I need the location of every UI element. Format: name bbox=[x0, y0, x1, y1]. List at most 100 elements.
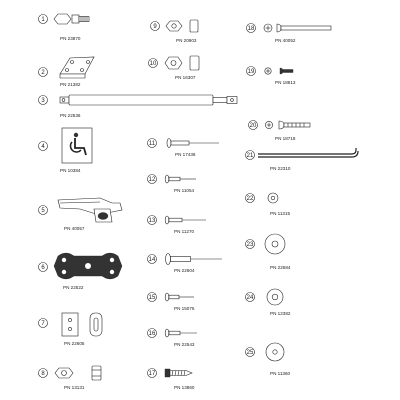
part-2: 2 PN 21382 bbox=[38, 56, 95, 87]
callout-circle-22 bbox=[245, 193, 255, 203]
rivet-head-icon bbox=[164, 215, 170, 225]
part-pn-10: PN 16307 bbox=[175, 75, 196, 80]
small-washer-icon bbox=[267, 192, 279, 204]
part-number-19: 19 bbox=[248, 69, 255, 75]
slotted-washer-icon bbox=[89, 312, 103, 337]
screw-head-icon bbox=[278, 120, 285, 130]
callout-circle-19 bbox=[246, 66, 256, 76]
callout-circle-21 bbox=[245, 150, 255, 160]
callout-circle-12 bbox=[147, 174, 157, 184]
callout-circle-17 bbox=[147, 368, 157, 378]
mounting-bracket-icon bbox=[59, 56, 95, 75]
part-pn-18: PN 40052 bbox=[275, 38, 296, 43]
hinge-casting-icon bbox=[57, 197, 123, 215]
part-pn-17: PN 13860 bbox=[174, 385, 195, 390]
machine-screw-head-icon bbox=[276, 23, 282, 33]
bolt-shank-icon bbox=[78, 16, 90, 22]
callout-circle-8 bbox=[38, 368, 48, 378]
part-pn-13: PN 11270 bbox=[174, 229, 195, 234]
part-number-14: 14 bbox=[149, 257, 156, 263]
part-10: 10 PN 16307 bbox=[148, 55, 200, 80]
part-number-4: 4 bbox=[41, 144, 45, 150]
callout-circle-25 bbox=[245, 347, 255, 357]
part-6: 6 PN 22522 bbox=[38, 252, 123, 290]
part-17: 17 PN 13860 bbox=[147, 368, 195, 390]
callout-circle-5 bbox=[38, 205, 48, 215]
part-pn-2: PN 21382 bbox=[60, 82, 81, 87]
part-pn-21: PN 22310 bbox=[270, 166, 291, 171]
part-23: 23 PN 22584 bbox=[245, 233, 291, 270]
hex-nut-icon bbox=[53, 13, 72, 25]
part-number-20: 20 bbox=[250, 123, 257, 129]
callout-circle-14 bbox=[147, 254, 157, 264]
rivet-head-icon bbox=[164, 174, 170, 184]
part-9: 9 PN 20903 bbox=[150, 19, 199, 43]
part-pn-11: PN 17436 bbox=[175, 152, 196, 157]
part-1: 1 PN 23870 bbox=[38, 13, 90, 41]
medium-washer-icon bbox=[266, 288, 284, 306]
part-number-25: 25 bbox=[247, 350, 254, 356]
nut-side-icon bbox=[189, 55, 200, 71]
part-5: 5 PN 40057 bbox=[38, 197, 123, 231]
part-pn-9: PN 20903 bbox=[176, 38, 197, 43]
callout-circle-9 bbox=[150, 21, 160, 31]
part-number-10: 10 bbox=[150, 61, 157, 67]
part-number-18: 18 bbox=[248, 26, 255, 32]
rivet-head-icon bbox=[166, 138, 172, 148]
part-15: 15 PN 15075 bbox=[147, 292, 195, 311]
part-16: 16 PN 22543 bbox=[147, 328, 197, 347]
part-8: 8 PN 13131 bbox=[38, 365, 102, 390]
screw-head-icon bbox=[279, 67, 284, 75]
hinge-pin-icon bbox=[258, 148, 357, 155]
part-number-1: 1 bbox=[41, 17, 45, 23]
part-24: 24 PN 12382 bbox=[245, 288, 291, 316]
part-14: 14 PN 22604 bbox=[147, 253, 222, 273]
callout-circle-2 bbox=[38, 67, 48, 77]
part-pn-20: PN 18718 bbox=[275, 136, 296, 141]
part-11: 11 PN 17436 bbox=[147, 138, 219, 157]
part-3: 3 PN 22536 bbox=[38, 94, 238, 118]
bolt-head-icon bbox=[71, 14, 80, 24]
hex-nut-icon bbox=[165, 20, 183, 32]
part-21: 21 PN 22310 bbox=[245, 148, 359, 171]
rivet-head-icon bbox=[164, 292, 170, 302]
part-25: 25 PN 11360 bbox=[245, 342, 291, 376]
callout-circle-10 bbox=[148, 58, 158, 68]
part-12: 12 PN 11054 bbox=[147, 174, 196, 193]
part-22: 22 PN 11315 bbox=[245, 192, 291, 216]
gas-spring-rod bbox=[212, 97, 228, 103]
hex-nut-icon bbox=[54, 367, 74, 379]
callout-circle-15 bbox=[147, 292, 157, 302]
part-number-16: 16 bbox=[149, 331, 156, 337]
rivet-head-icon bbox=[164, 328, 170, 338]
rivet-head-icon bbox=[165, 253, 171, 265]
callout-circle-13 bbox=[147, 215, 157, 225]
callout-circle-18 bbox=[246, 23, 256, 33]
part-18: 18 PN 40052 bbox=[246, 23, 332, 43]
part-pn-1: PN 23870 bbox=[60, 36, 81, 41]
part-number-13: 13 bbox=[149, 218, 156, 224]
part-pn-16: PN 22543 bbox=[174, 342, 195, 347]
spacer-plate-icon bbox=[61, 312, 79, 337]
part-19: 19 PN 18813 bbox=[246, 66, 296, 85]
part-number-8: 8 bbox=[41, 371, 45, 377]
large-washer-icon bbox=[264, 233, 286, 255]
screw-head-icon bbox=[164, 368, 171, 378]
part-20: 20 PN 18718 bbox=[248, 120, 311, 141]
part-pn-5: PN 40057 bbox=[64, 226, 85, 231]
nut-side-icon bbox=[91, 365, 102, 381]
part-number-11: 11 bbox=[149, 141, 156, 147]
hex-nut-icon bbox=[164, 56, 183, 70]
part-pn-24: PN 12382 bbox=[270, 311, 291, 316]
callout-circle-11 bbox=[147, 138, 157, 148]
part-13: 13 PN 11270 bbox=[147, 215, 206, 234]
callout-circle-3 bbox=[38, 95, 48, 105]
callout-circle-7 bbox=[38, 318, 48, 328]
callout-circle-1 bbox=[38, 14, 48, 24]
callout-circle-24 bbox=[245, 292, 255, 302]
part-number-24: 24 bbox=[247, 295, 254, 301]
part-number-7: 7 bbox=[41, 321, 45, 327]
part-pn-3: PN 22536 bbox=[60, 113, 81, 118]
part-number-21: 21 bbox=[247, 153, 254, 159]
part-number-17: 17 bbox=[149, 371, 156, 377]
